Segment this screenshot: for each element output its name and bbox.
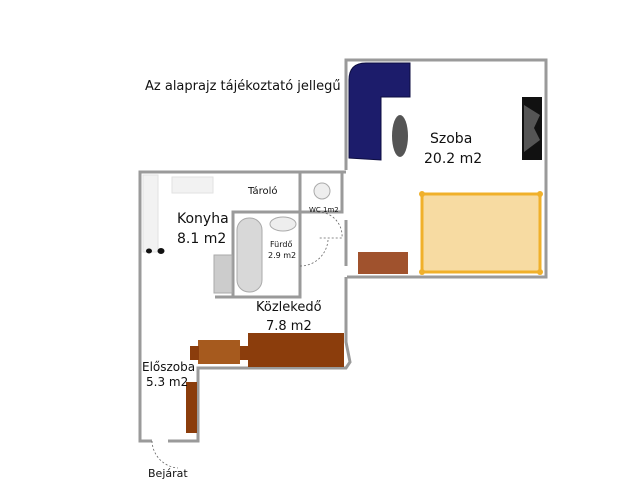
- szoba-furniture: [348, 62, 543, 275]
- cabinet: [358, 252, 408, 274]
- bed: [420, 192, 542, 274]
- wc-name: WC 1m2: [309, 206, 339, 214]
- entrance-label: Bejárat: [148, 467, 188, 480]
- kozlekedo-name: Közlekedő: [256, 300, 322, 315]
- furdo-name: Fürdő: [270, 240, 292, 249]
- toilet: [313, 182, 331, 200]
- konyha-name: Konyha: [177, 211, 229, 227]
- walls: [138, 58, 548, 443]
- doors: [151, 211, 343, 469]
- washer: [213, 254, 233, 294]
- szoba-area: 20.2 m2: [424, 151, 482, 167]
- hall-furniture: [186, 333, 344, 433]
- szoba-name: Szoba: [430, 131, 472, 147]
- sofa: [348, 62, 411, 161]
- furdo-area: 2.9 m2: [268, 251, 296, 260]
- sink: [269, 216, 297, 232]
- tarolo-name: Tároló: [247, 185, 278, 197]
- counter: [142, 174, 159, 253]
- coffee-table: [392, 115, 408, 157]
- fridge: [171, 176, 214, 194]
- kitchen-bath-fixtures: [142, 174, 331, 294]
- konyha-area: 8.1 m2: [177, 231, 226, 247]
- disclaimer-note: Az alaprajz tájékoztató jellegű: [145, 79, 341, 94]
- kozlekedo-area: 7.8 m2: [266, 319, 312, 334]
- eloszoba-name: Előszoba: [142, 360, 195, 374]
- room-labels: Szoba 20.2 m2 Konyha 8.1 m2 Tároló WC 1m…: [142, 131, 482, 480]
- bathtub: [236, 217, 263, 293]
- eloszoba-area: 5.3 m2: [146, 375, 188, 389]
